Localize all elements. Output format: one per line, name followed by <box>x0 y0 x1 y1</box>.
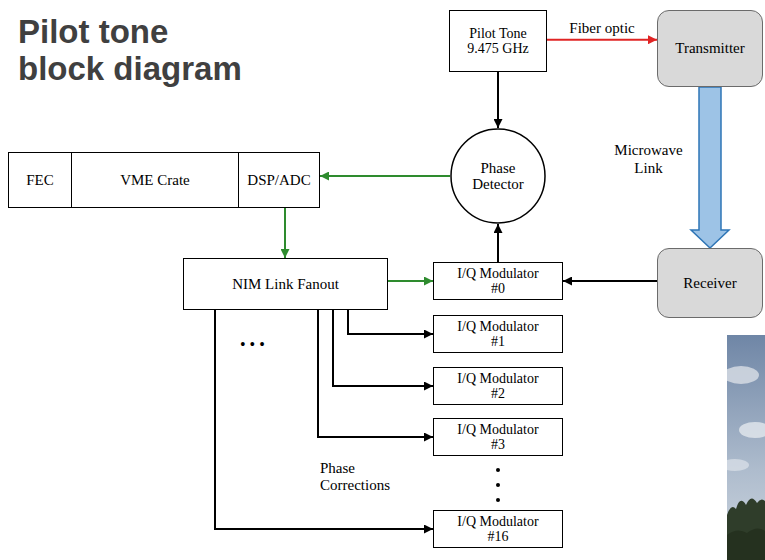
signal-arrow <box>333 310 433 386</box>
ellipsis-dot <box>496 468 500 472</box>
node-text: I/Q Modulator #1 <box>453 319 544 350</box>
group-label: Phase Corrections <box>320 460 398 495</box>
photo-trees <box>727 498 765 560</box>
diagram-title: Pilot tone block diagram <box>18 14 249 88</box>
node-text: DSP/ADC <box>247 172 310 189</box>
photo-cloud <box>739 422 765 438</box>
modulator-box: I/Q Modulator #3 <box>433 418 563 456</box>
signal-arrow <box>215 310 433 529</box>
photo-cloud <box>727 459 749 471</box>
signal-arrow <box>284 208 286 258</box>
signal-arrow <box>497 224 499 262</box>
node-text: NIM Link Fanout <box>232 276 339 293</box>
signal-arrow <box>318 310 433 437</box>
source-box: Pilot Tone 9.475 GHz <box>449 10 547 72</box>
crate-box: VME Crate <box>71 152 239 208</box>
signal-arrow <box>348 310 433 334</box>
node-text: I/Q Modulator #0 <box>453 266 544 297</box>
signal-arrow <box>388 280 433 282</box>
node-text: I/Q Modulator #16 <box>453 514 544 545</box>
process-box: DSP/ADC <box>238 152 320 208</box>
node-text: Receiver <box>683 275 736 292</box>
photo-illustration <box>727 335 765 560</box>
photo-cloud <box>727 366 759 384</box>
node-text: I/Q Modulator #2 <box>453 371 544 402</box>
signal-arrow <box>563 280 657 282</box>
node-text: FEC <box>26 172 54 189</box>
circle-shape <box>451 129 545 223</box>
ellipsis-label: • • • <box>240 336 265 354</box>
node-text: Phase Detector <box>468 160 528 193</box>
signal-arrow <box>497 72 499 128</box>
ellipsis-dot <box>496 483 500 487</box>
modulator-box: I/Q Modulator #16 <box>433 510 563 548</box>
ellipsis-dot <box>496 498 500 502</box>
detector-circle: Phase Detector <box>450 128 546 224</box>
modulator-box: I/Q Modulator #0 <box>433 262 563 300</box>
transmitter-box: Transmitter <box>657 10 763 87</box>
node-text: VME Crate <box>120 172 190 189</box>
modulator-box: I/Q Modulator #1 <box>433 315 563 353</box>
edge-label: Microwave Link <box>611 142 686 177</box>
edge-label: Fiber optic <box>569 20 634 37</box>
node-text: Pilot Tone 9.475 GHz <box>463 26 533 57</box>
signal-arrow <box>320 175 450 177</box>
fanout-box: NIM Link Fanout <box>183 258 388 310</box>
modulator-box: I/Q Modulator #2 <box>433 367 563 405</box>
receiver-box: Receiver <box>657 248 763 318</box>
microwave-arrow <box>691 87 729 248</box>
signal-arrow <box>547 39 657 41</box>
node-text: I/Q Modulator #3 <box>453 422 544 453</box>
process-box: FEC <box>8 152 72 208</box>
photo-trees <box>727 528 765 560</box>
node-text: Transmitter <box>675 40 744 57</box>
